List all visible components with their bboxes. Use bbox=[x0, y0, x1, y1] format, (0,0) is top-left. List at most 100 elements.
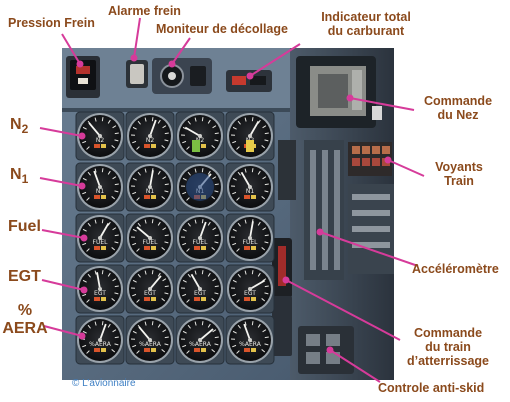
gauge-needle bbox=[249, 120, 260, 137]
arrow-alarme-frein bbox=[133, 17, 141, 59]
gauge-aera-2: %AERA bbox=[125, 315, 175, 365]
gauge-needle bbox=[88, 122, 101, 137]
gauge-fuel-2: FUEL bbox=[125, 213, 175, 263]
gauge-needle bbox=[99, 323, 107, 341]
label-alarme-frein: Alarme frein bbox=[108, 4, 181, 18]
label-voyants-train-line2: Train bbox=[444, 174, 474, 188]
gauge-needle bbox=[136, 226, 151, 239]
gauge-needle bbox=[184, 126, 201, 137]
gauge-needle bbox=[149, 170, 154, 188]
gauge-egt-2: EGT bbox=[125, 264, 175, 314]
gauge-label: %AERA bbox=[239, 341, 262, 348]
gauge-n1-2: N1 bbox=[125, 162, 175, 212]
label-n1: N1 bbox=[10, 166, 28, 187]
label-n2-sub: 2 bbox=[21, 122, 29, 137]
label-n2: N2 bbox=[10, 116, 28, 137]
label-pression-frein: Pression Frein bbox=[8, 16, 95, 30]
side-strip-instrument bbox=[278, 140, 296, 200]
arrow-antiskid bbox=[329, 349, 381, 383]
gauge-needle bbox=[243, 323, 251, 341]
gauge-fuel-4: FUEL bbox=[225, 213, 275, 263]
label-n2-letter: N bbox=[10, 116, 22, 133]
gauge-n2-4: N2 bbox=[225, 111, 275, 161]
arrow-pression-frein bbox=[61, 33, 81, 65]
gauge-label: N2 bbox=[146, 137, 154, 144]
gauge-needle bbox=[99, 222, 110, 239]
gauge-fuel-3: FUEL bbox=[175, 213, 225, 263]
gauge-label: N2 bbox=[96, 137, 104, 144]
gauge-label: FUEL bbox=[93, 239, 109, 246]
label-indicateur-carburant-line2: du carburant bbox=[327, 24, 405, 38]
arrow-fuel bbox=[41, 229, 85, 239]
label-commande-nez: Commande du Nez bbox=[418, 94, 498, 122]
label-commande-nez-line2: du Nez bbox=[437, 108, 479, 122]
label-commande-nez-line1: Commande bbox=[423, 94, 493, 108]
gauge-label: %AERA bbox=[189, 341, 212, 348]
arrow-voyants bbox=[387, 159, 425, 177]
label-n1-letter: N bbox=[10, 166, 22, 183]
copyright-notice: © L’avionnaire bbox=[72, 378, 136, 389]
gauge-label: %AERA bbox=[139, 341, 162, 348]
gauge-egt-4: EGT bbox=[225, 264, 275, 314]
takeoff-monitor-instrument bbox=[152, 58, 212, 94]
label-commande-train-line3: d’atterrissage bbox=[407, 354, 489, 368]
label-aera-line1: % bbox=[17, 302, 33, 319]
arrow-carburant bbox=[249, 43, 301, 77]
label-aera: % AERA bbox=[2, 302, 48, 338]
nose-control-unit bbox=[296, 56, 382, 128]
label-indicateur-carburant-line1: Indicateur total bbox=[321, 10, 411, 24]
label-controle-antiskid: Controle anti-skid bbox=[378, 381, 485, 395]
label-commande-train-line1: Commande bbox=[413, 326, 483, 340]
label-commande-train-line2: du train bbox=[425, 340, 471, 354]
gauge-accent-yellow bbox=[246, 140, 254, 152]
label-voyants-train: Voyants Train bbox=[426, 160, 492, 188]
gauge-needle bbox=[199, 328, 214, 341]
gauge-n2-1: N2 bbox=[75, 111, 125, 161]
gauge-needle bbox=[96, 272, 101, 290]
gauge-needle bbox=[149, 119, 157, 137]
total-fuel-indicator bbox=[226, 70, 272, 92]
gauge-label: EGT bbox=[194, 290, 206, 297]
landing-gear-lever bbox=[272, 238, 292, 356]
gauge-label: FUEL bbox=[193, 239, 209, 246]
arrow-accelerometre bbox=[319, 231, 419, 267]
arrow-n2 bbox=[39, 127, 83, 137]
gauge-aera-3: %AERA bbox=[175, 315, 225, 365]
gauge-aera-1: %AERA bbox=[75, 315, 125, 365]
gauge-label: %AERA bbox=[89, 341, 112, 348]
gauge-label: FUEL bbox=[143, 239, 159, 246]
gauge-n2-3: N2 bbox=[175, 111, 225, 161]
gauge-n2-2: N2 bbox=[125, 111, 175, 161]
gauge-label: N1 bbox=[246, 188, 254, 195]
gauge-needle bbox=[93, 170, 101, 188]
label-aera-line2: AERA bbox=[2, 319, 48, 337]
label-fuel: Fuel bbox=[8, 218, 41, 235]
arrow-aera bbox=[43, 325, 83, 337]
arrow-egt bbox=[41, 279, 85, 291]
gauge-needle bbox=[240, 171, 251, 188]
arrow-commande-nez bbox=[349, 97, 415, 111]
gauge-needle bbox=[138, 326, 151, 341]
gauge-label: N1 bbox=[146, 188, 154, 195]
gauge-aera-4: %AERA bbox=[225, 315, 275, 365]
gauge-accent-green bbox=[192, 140, 200, 152]
arrow-commande-train bbox=[285, 279, 401, 341]
label-accelerometre: Accéléromètre bbox=[412, 262, 499, 276]
gauge-label: FUEL bbox=[243, 239, 259, 246]
annotation-arrows bbox=[39, 17, 425, 383]
arrow-moniteur bbox=[171, 37, 191, 65]
gauge-label: N2 bbox=[196, 137, 204, 144]
gauge-fuel-1: FUEL bbox=[75, 213, 125, 263]
arrow-n1 bbox=[39, 177, 83, 187]
gauge-egt-1: EGT bbox=[75, 264, 125, 314]
label-commande-train: Commande du train d’atterrissage bbox=[396, 326, 500, 368]
gauge-label: EGT bbox=[94, 290, 106, 297]
label-moniteur-decollage: Moniteur de décollage bbox=[156, 22, 288, 36]
label-indicateur-carburant: Indicateur total du carburant bbox=[300, 10, 432, 38]
gauge-needle bbox=[190, 273, 201, 290]
gauge-n1-1: N1 bbox=[75, 162, 125, 212]
gauge-needle bbox=[249, 221, 254, 239]
gauge-label: N1 bbox=[96, 188, 104, 195]
label-egt: EGT bbox=[8, 268, 41, 285]
